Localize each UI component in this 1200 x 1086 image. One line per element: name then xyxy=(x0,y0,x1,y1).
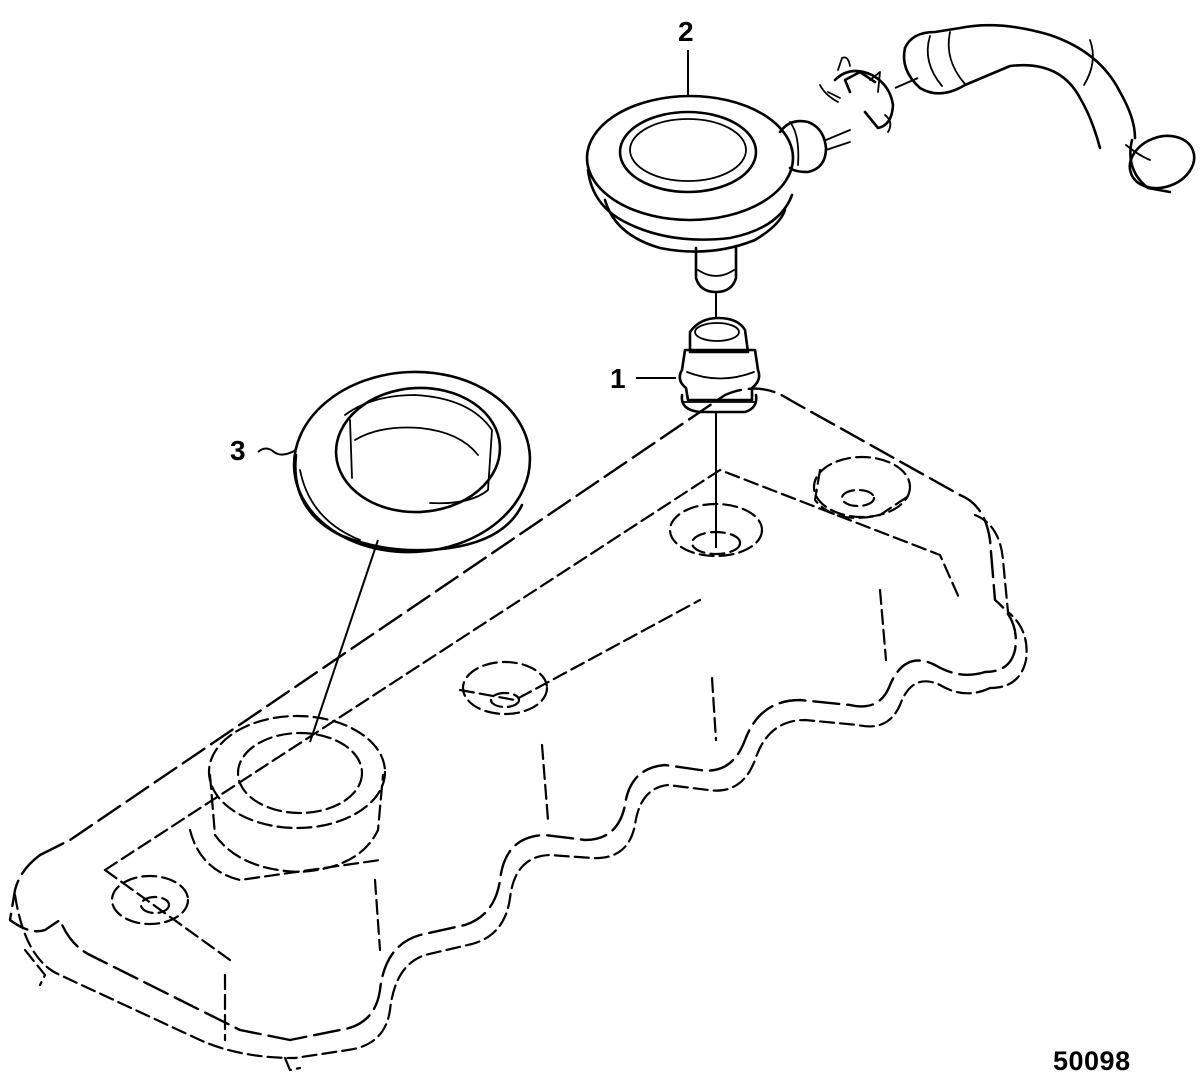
oil-filler-grommet-icon xyxy=(292,370,532,554)
callout-3-label: 3 xyxy=(230,435,246,466)
callout-3-leader xyxy=(257,447,297,456)
valve-cover-icon xyxy=(8,387,1028,1072)
hose-alignment-line xyxy=(894,77,919,89)
callout-1-label: 1 xyxy=(610,363,626,394)
figure-number: 50098 xyxy=(1053,1046,1131,1076)
hose-clamp-icon xyxy=(819,56,895,133)
pcv-grommet-icon xyxy=(678,316,761,414)
pcv-valve-icon xyxy=(585,94,851,294)
callout-2-label: 2 xyxy=(678,16,694,47)
grommet-alignment-line xyxy=(309,539,379,743)
hose-icon xyxy=(902,23,1196,194)
